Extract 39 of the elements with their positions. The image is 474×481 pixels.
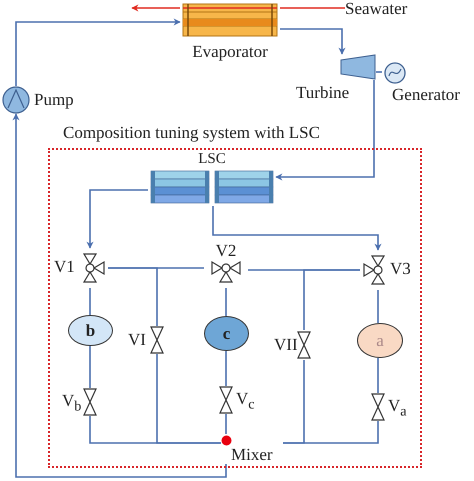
pipe-line xyxy=(283,421,379,444)
pipe-line xyxy=(156,354,221,444)
valve-label: V3 xyxy=(390,260,411,278)
valve-label: V2 xyxy=(214,242,238,260)
valve-label: V$_{b}$ xyxy=(62,392,82,416)
storage-tank: c xyxy=(204,316,249,351)
component-label: Generator xyxy=(392,86,460,104)
pipe-line xyxy=(303,269,360,330)
pipe-arrow xyxy=(131,4,180,12)
pipe-line xyxy=(225,414,227,434)
pipe-line xyxy=(89,346,91,388)
pipe-arrow xyxy=(275,80,375,181)
pipe-line xyxy=(280,7,345,9)
valve-label: VI xyxy=(128,331,146,349)
valve-label: V$_{c}$ xyxy=(236,390,255,414)
component-label: Evaporator xyxy=(191,43,269,61)
valve-label: VII xyxy=(274,336,298,354)
valve-label: V$_{a}$ xyxy=(388,397,407,420)
pipe-line xyxy=(108,267,158,326)
component-label: Turbine xyxy=(296,84,350,102)
component-label: LSC xyxy=(197,150,227,168)
pipe-arrow xyxy=(212,206,382,251)
pipe-line xyxy=(377,358,379,393)
pipe-line xyxy=(376,71,382,73)
pipe-arrow xyxy=(15,18,181,86)
component-label: Mixer xyxy=(231,446,273,464)
valve-label: V1 xyxy=(54,258,75,276)
pipe-line xyxy=(377,290,379,323)
pipe-line xyxy=(89,288,91,315)
pipe-line xyxy=(225,351,227,386)
group-title: Composition tuning system with LSC xyxy=(63,124,320,142)
storage-tank: a xyxy=(357,323,403,358)
pipe-arrow xyxy=(280,28,346,55)
component-label: Pump xyxy=(34,91,74,109)
pipe-line xyxy=(225,288,227,316)
pipe-arrow xyxy=(12,113,227,478)
pipe-arrow xyxy=(86,189,148,249)
stream-label: Seawater xyxy=(345,0,408,18)
storage-tank: b xyxy=(68,315,113,346)
